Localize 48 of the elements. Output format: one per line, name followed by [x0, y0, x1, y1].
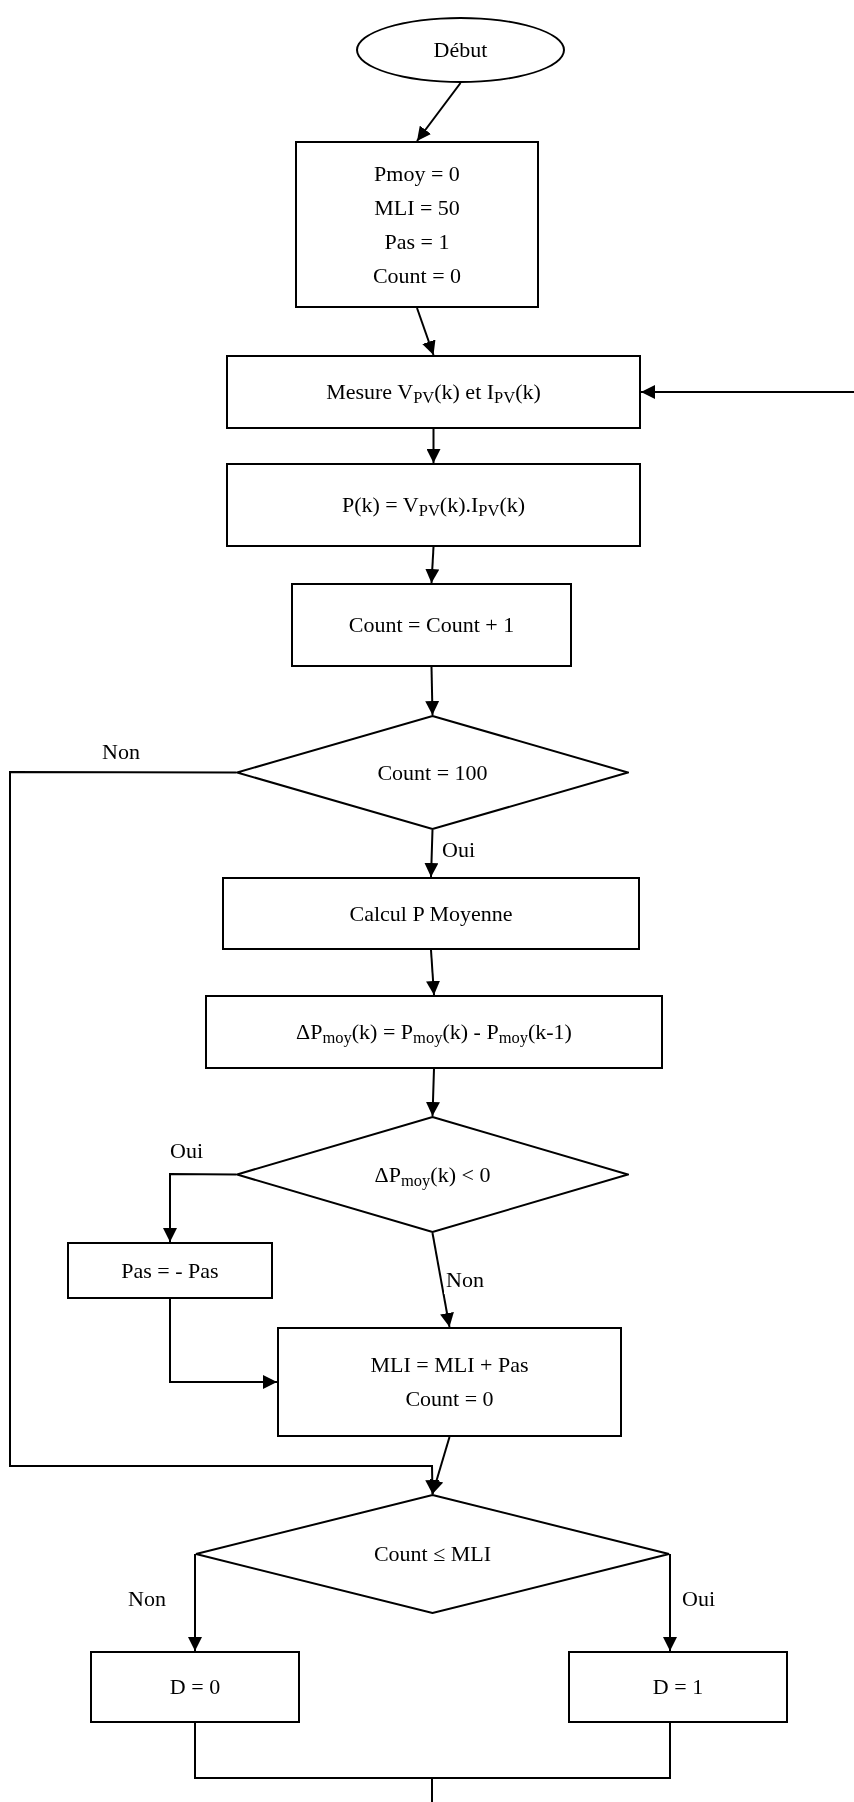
decision-diamond [236, 1116, 629, 1233]
node-text: Pas = 1 [384, 227, 450, 256]
arrow [9, 771, 440, 1495]
process-box [205, 995, 663, 1069]
arrow [416, 82, 462, 142]
node-text: Count ≤ MLI [373, 1540, 492, 1568]
node-text: MLI = 50 [374, 193, 460, 222]
process-box [67, 1242, 273, 1299]
arrow [163, 1173, 237, 1243]
decision-diamond [236, 715, 629, 830]
arrow [431, 1232, 454, 1328]
process-box [277, 1327, 622, 1437]
node-text: Début [433, 36, 488, 64]
decision-diamond [195, 1494, 670, 1614]
node-text: Count = Count + 1 [348, 611, 515, 639]
arrow [429, 1436, 451, 1495]
node-text: MLI = MLI + Pas [370, 1351, 529, 1379]
node-text: Pas = - Pas [121, 1256, 219, 1285]
node-text: ΔP$_{moy}$(k) < 0 [374, 1160, 491, 1192]
process-box [295, 141, 539, 308]
process-box [291, 583, 572, 667]
process-box [222, 877, 640, 950]
node-text: P(k) = V$_{PV}$(k).I$_{PV}$(k) [341, 491, 526, 522]
arrow [424, 829, 439, 878]
node-text: Calcul P Moyenne [349, 899, 513, 928]
arrow [640, 385, 854, 399]
process-box [90, 1651, 300, 1723]
node-text: ΔP$_{moy}$(k) = P$_{moy}$(k) - P$_{moy}$(k-1) [296, 1018, 572, 1049]
node-text: Count = 100 [377, 758, 488, 787]
node-text: Count = 0 [372, 261, 462, 290]
arrow [425, 666, 440, 716]
connector-line [431, 1722, 671, 1802]
process-box [568, 1651, 788, 1723]
arrow [425, 546, 440, 584]
arrow [169, 1298, 278, 1389]
node-text: Pmoy = 0 [374, 159, 460, 188]
arrow [426, 949, 441, 996]
node-text: Mesure V$_{PV}$(k) et I$_{PV}$(k) [326, 378, 541, 409]
arrow [426, 428, 441, 464]
arrow [663, 1553, 677, 1652]
arrow [416, 307, 436, 356]
arrow [188, 1553, 202, 1652]
process-box [226, 355, 641, 429]
arrow [425, 1068, 440, 1117]
node-text: D = 1 [652, 1673, 704, 1701]
process-box [226, 463, 641, 547]
node-text: D = 0 [169, 1673, 221, 1701]
node-text: Count = 0 [405, 1385, 494, 1413]
